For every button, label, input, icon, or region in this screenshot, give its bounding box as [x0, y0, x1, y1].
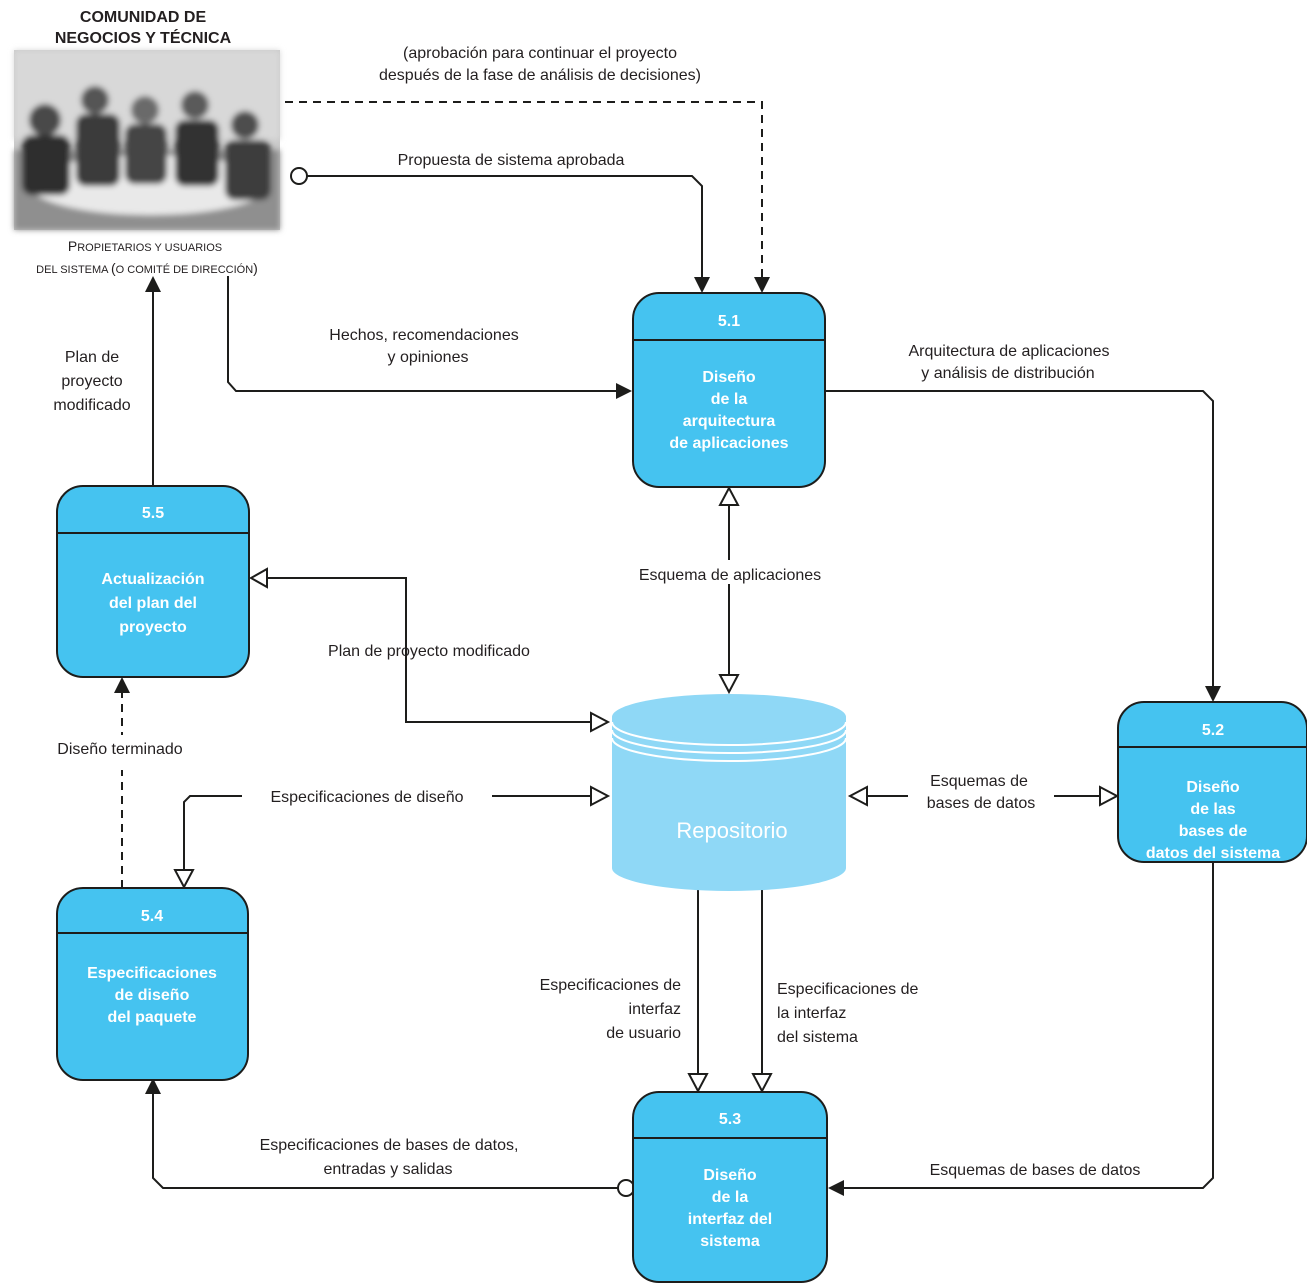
- process-id: 5.3: [719, 1111, 741, 1128]
- arrowhead-db-schemas-right: [1099, 785, 1120, 807]
- process-5-5: 5.5 Actualización del plan del proyecto: [56, 485, 250, 678]
- flow-lines: [114, 101, 1221, 1197]
- entity-group-title-line1: COMUNIDAD DE: [80, 9, 207, 26]
- process-name-line: de las: [1190, 801, 1235, 818]
- label-design-specs: Especificaciones de diseño: [270, 789, 463, 806]
- process-5-3: 5.3 Diseño de la interfaz del sistema: [632, 1091, 828, 1283]
- label-ui-specs-line3: de usuario: [606, 1025, 681, 1042]
- arrowhead-db-schemas-left: [847, 785, 868, 807]
- entity-caption-line1: PROPIETARIOS Y USUARIOS: [68, 238, 222, 254]
- process-id: 5.4: [141, 908, 163, 925]
- arrowhead-design-specs-right: [590, 785, 611, 807]
- process-id: 5.5: [142, 505, 164, 522]
- process-name-line: proyecto: [119, 619, 187, 636]
- process-name-line: de aplicaciones: [669, 435, 788, 452]
- meeting-photo: [14, 50, 280, 230]
- process-name-line: Diseño: [703, 1167, 757, 1184]
- process-name-line: interfaz del: [688, 1211, 772, 1228]
- process-name-line: arquitectura: [683, 413, 776, 430]
- data-store-label: Repositorio: [676, 818, 787, 843]
- arrowhead-plan-repo-left: [248, 567, 268, 589]
- label-db-schemas-line1: Esquemas de: [930, 773, 1028, 790]
- process-name-line: datos del sistema: [1146, 845, 1280, 862]
- arrowhead-approval: [754, 277, 770, 293]
- process-name-line: de la: [712, 1189, 749, 1206]
- arrowhead-db-io: [145, 1078, 161, 1094]
- label-plan-modified-line2: proyecto: [61, 373, 122, 390]
- flow-db-schemas-bottom-line: [842, 862, 1214, 1189]
- arrowhead-ui-specs-bottom: [687, 1073, 709, 1094]
- label-sys-iface-line1: Especificaciones de: [777, 981, 919, 998]
- process-name-line: del paquete: [108, 1009, 197, 1026]
- label-sys-iface-line3: del sistema: [777, 1029, 858, 1046]
- label-approved-proposal: Propuesta de sistema aprobada: [398, 152, 625, 169]
- process-name-line: sistema: [700, 1233, 760, 1250]
- arrowhead-plan-repo-right: [590, 711, 611, 733]
- arrowhead-design-specs-down: [173, 869, 195, 890]
- arrowhead-plan-modified: [145, 276, 161, 292]
- flow-origin-circle-db-io: [617, 1179, 635, 1197]
- flow-approval-line: [285, 101, 763, 278]
- external-entity-owners-users: COMUNIDAD DE NEGOCIOS Y TÉCNICA PROPIETA…: [14, 9, 280, 276]
- process-5-4: 5.4 Especificaciones de diseño del paque…: [56, 887, 249, 1081]
- process-name-line: de la: [711, 391, 748, 408]
- process-name-line: de diseño: [115, 987, 190, 1004]
- arrowhead-app-schema-top: [718, 485, 740, 506]
- process-name-line: Diseño: [702, 369, 756, 386]
- data-store-repository: Repositorio: [611, 694, 847, 891]
- label-db-io-line1: Especificaciones de bases de datos,: [260, 1137, 519, 1154]
- entity-group-title-line2: NEGOCIOS Y TÉCNICA: [55, 28, 232, 47]
- label-plan-modified-line1: Plan de: [65, 349, 119, 366]
- label-facts-line2: y opiniones: [388, 349, 469, 366]
- label-db-schemas-line2: bases de datos: [927, 795, 1036, 812]
- arrowhead-facts: [616, 383, 632, 399]
- arrowhead-db-schemas-bottom: [828, 1180, 844, 1196]
- label-ui-specs-line2: interfaz: [629, 1001, 681, 1018]
- label-design-done: Diseño terminado: [57, 741, 183, 758]
- flow-plan-repo-line: [266, 577, 592, 723]
- arrowhead-approved-proposal: [694, 277, 710, 293]
- arrowhead-app-arch: [1205, 686, 1221, 702]
- process-name-line: Actualización: [101, 571, 204, 588]
- label-facts-line1: Hechos, recomendaciones: [329, 327, 518, 344]
- process-name-line: del plan del: [109, 595, 197, 612]
- process-5-2: 5.2 Diseño de las bases de datos del sis…: [1117, 701, 1307, 863]
- label-approval-line2: después de la fase de análisis de decisi…: [379, 67, 701, 84]
- label-approval-line1: (aprobación para continuar el proyecto: [403, 45, 677, 62]
- label-plan-repo: Plan de proyecto modificado: [328, 643, 530, 660]
- arrowhead-sys-iface-bottom: [751, 1073, 773, 1094]
- process-id: 5.1: [718, 313, 740, 330]
- label-sys-iface-line2: la interfaz: [777, 1005, 846, 1022]
- label-db-io-line2: entradas y salidas: [324, 1161, 453, 1178]
- flow-app-arch-line: [825, 390, 1214, 688]
- arrowhead-app-schema-bottom: [718, 674, 740, 695]
- flow-facts-line: [227, 276, 618, 392]
- label-app-schema: Esquema de aplicaciones: [639, 567, 821, 584]
- process-name-line: Diseño: [1186, 779, 1240, 796]
- label-ui-specs-line1: Especificaciones de: [540, 977, 682, 994]
- flow-origin-circle-proposal: [290, 167, 308, 185]
- flow-labels: (aprobación para continuar el proyecto d…: [36, 45, 1140, 1179]
- process-name-line: bases de: [1179, 823, 1248, 840]
- flow-db-io-line: [152, 1092, 618, 1189]
- label-db-schemas-bottom: Esquemas de bases de datos: [930, 1162, 1141, 1179]
- label-app-arch-line1: Arquitectura de aplicaciones: [908, 343, 1109, 360]
- process-id: 5.2: [1202, 722, 1224, 739]
- flow-approved-proposal-line: [307, 175, 703, 278]
- label-app-arch-line2: y análisis de distribución: [921, 365, 1094, 382]
- entity-caption-line2: DEL SISTEMA (O COMITÉ DE DIRECCIÓN): [36, 260, 258, 276]
- process-name-line: Especificaciones: [87, 965, 217, 982]
- process-5-1: 5.1 Diseño de la arquitectura de aplicac…: [632, 292, 826, 488]
- arrowhead-design-done: [114, 677, 130, 693]
- label-plan-modified-line3: modificado: [53, 397, 130, 414]
